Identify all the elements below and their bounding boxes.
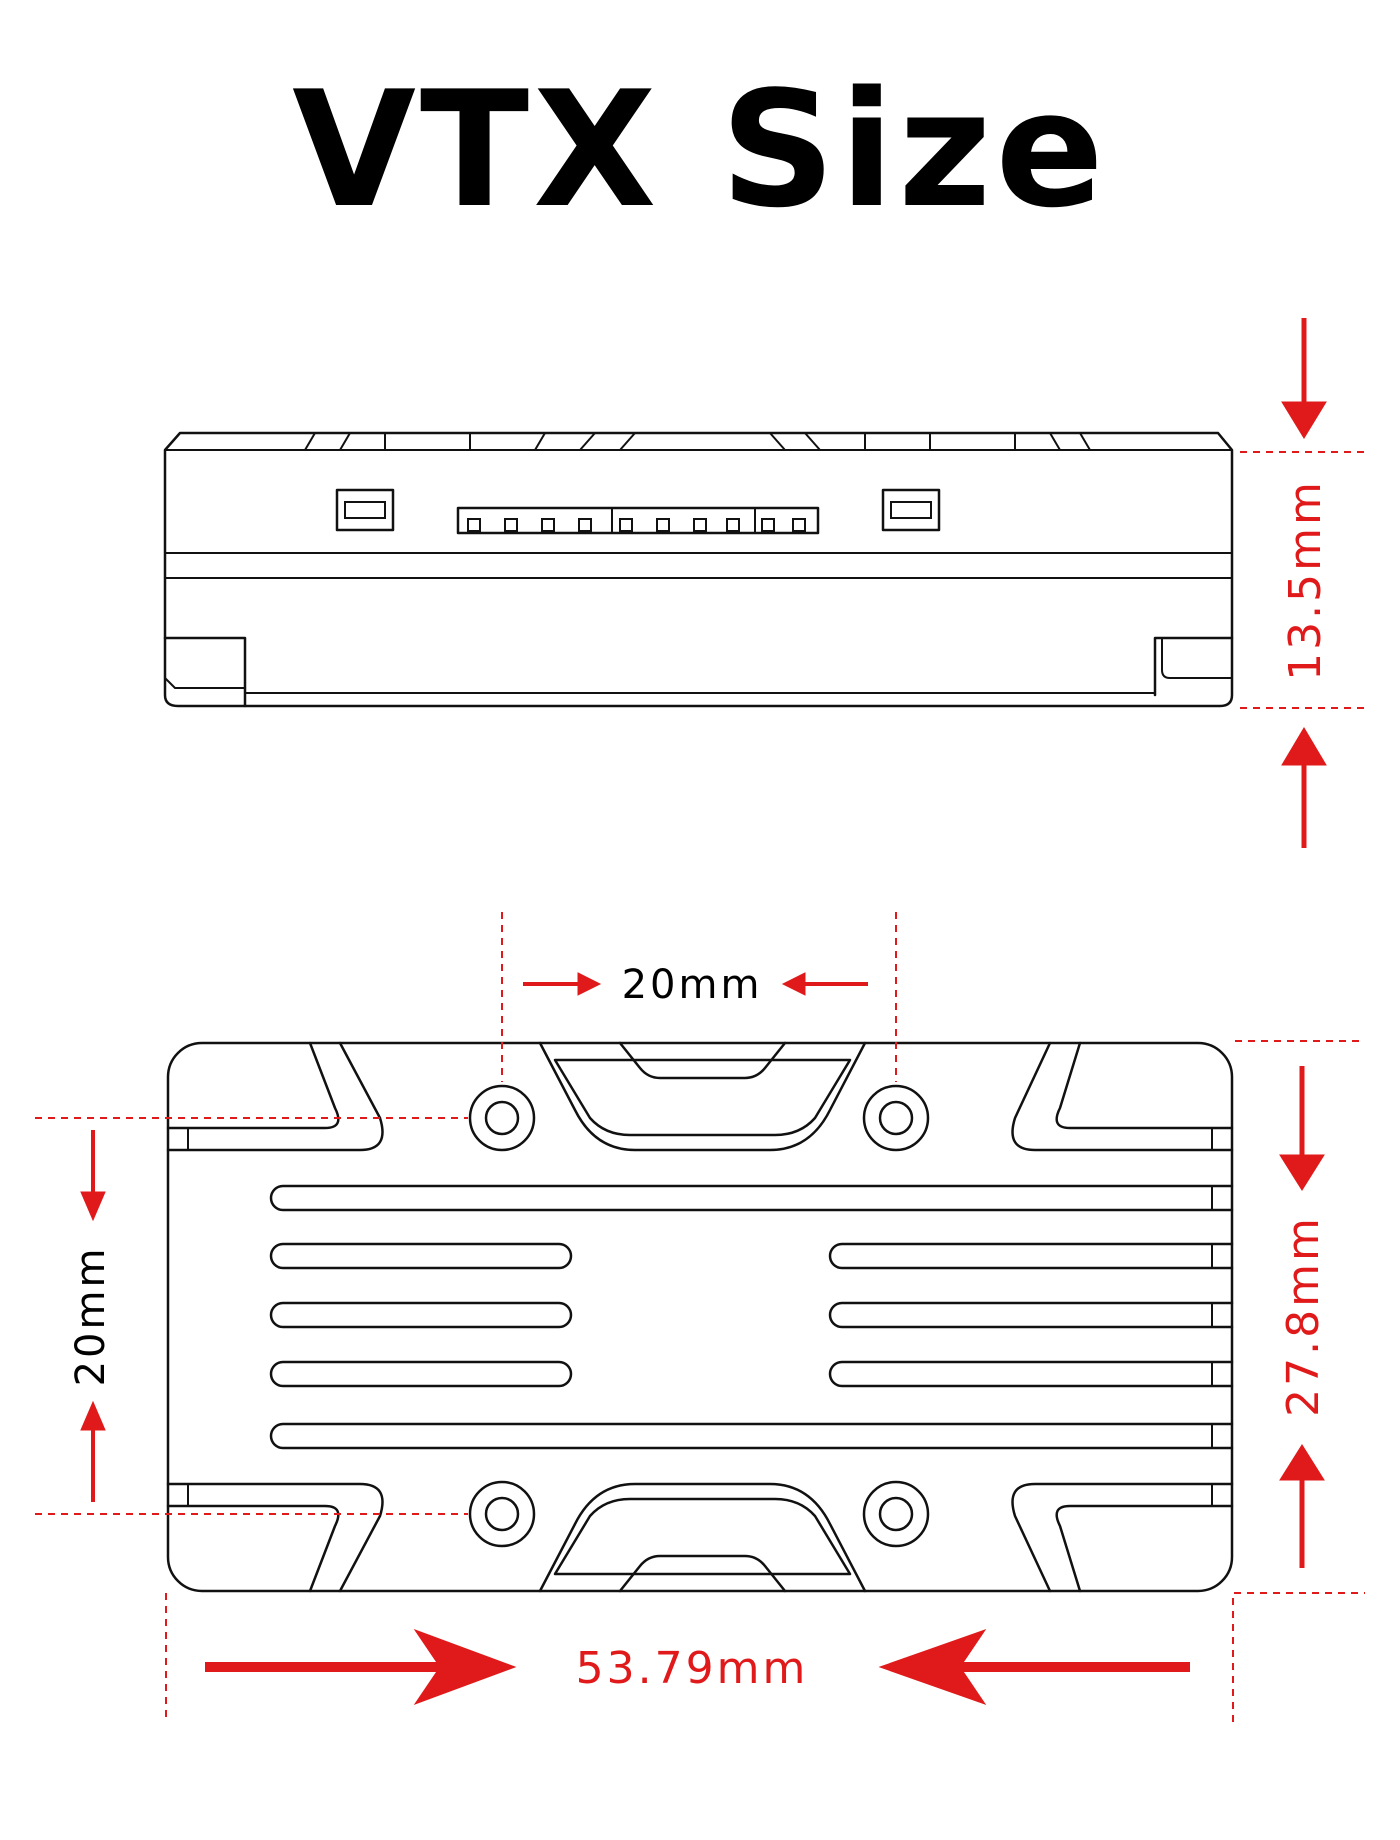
mount-spacing-horizontal-dimension: 20mm: [501, 912, 897, 1082]
length-label: 53.79mm: [576, 1643, 809, 1694]
mount-spacing-horizontal-label: 20mm: [622, 962, 763, 1008]
width-dimension: 27.8mm: [1232, 1040, 1365, 1722]
length-dimension: 53.79mm: [165, 1593, 1190, 1722]
height-dimension: 13.5mm: [1240, 318, 1365, 848]
side-view: [163, 431, 1234, 708]
width-label: 27.8mm: [1278, 1215, 1329, 1417]
mount-holes: [468, 1084, 930, 1548]
top-view: [166, 1041, 1234, 1593]
mount-spacing-vertical-dimension: 20mm: [35, 1117, 468, 1515]
cooling-fins: [269, 1184, 1234, 1450]
mount-spacing-vertical-label: 20mm: [68, 1246, 114, 1387]
page-title: VTX Size: [292, 56, 1108, 243]
height-label: 13.5mm: [1280, 479, 1331, 681]
